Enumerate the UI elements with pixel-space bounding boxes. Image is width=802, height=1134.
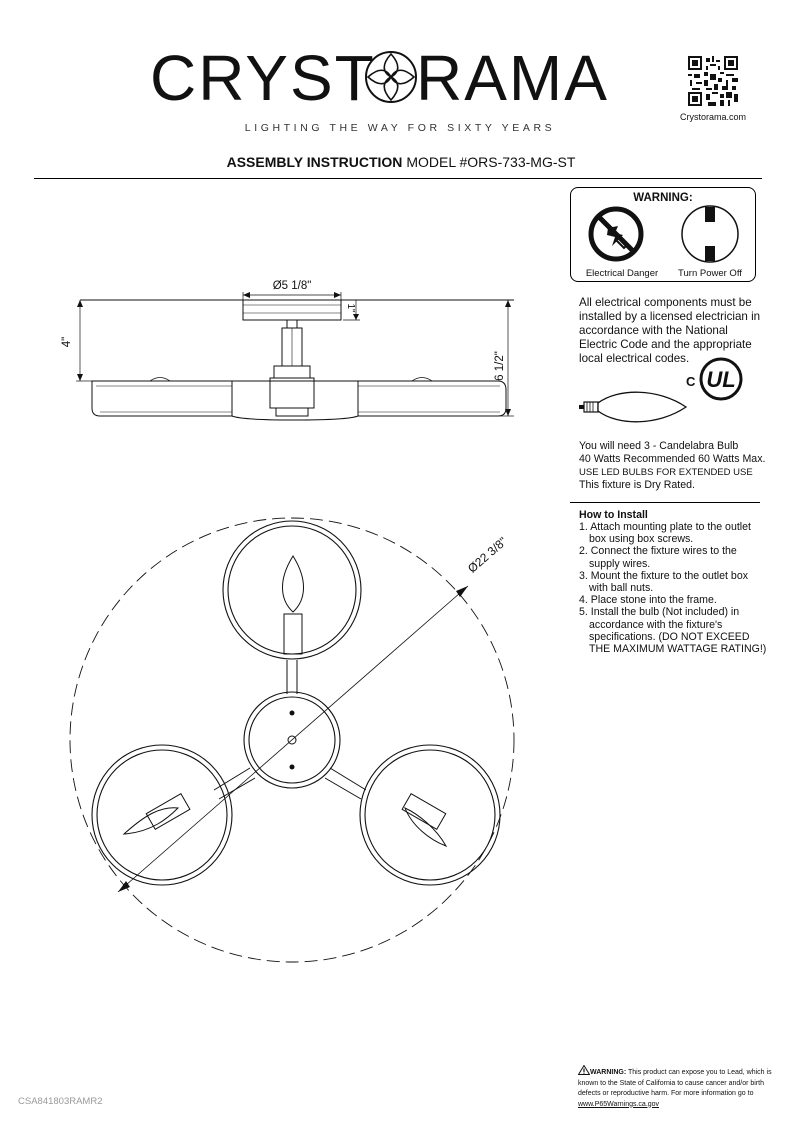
brand-emblem-icon bbox=[365, 51, 417, 103]
warning-box bbox=[570, 187, 756, 282]
install-title: How to Install bbox=[579, 509, 648, 521]
electrical-danger-icon bbox=[588, 206, 644, 262]
top-plan-drawing: Ø22 3/8" bbox=[69, 517, 515, 963]
install-step: 1. Attach mounting plate to the outlet b… bbox=[579, 521, 751, 546]
install-step: 5. Install the bulb (Not included) in ac… bbox=[579, 606, 767, 656]
brand-logo: CRYST RAMA bbox=[150, 38, 650, 118]
overall-height-label: 6 1/2" bbox=[494, 351, 506, 381]
bulb-line-1: You will need 3 - Candelabra Bulb bbox=[579, 440, 739, 452]
qr-caption: Crystorama.com bbox=[679, 112, 746, 122]
brand-name-left: CRYST bbox=[150, 42, 376, 114]
section-divider bbox=[570, 502, 760, 503]
electrical-danger-label: Electrical Danger bbox=[585, 268, 659, 279]
bulb-line-3: USE LED BULBS FOR EXTENDED USE bbox=[579, 467, 753, 478]
ul-listed-icon: UL bbox=[699, 357, 743, 401]
power-off-icon bbox=[681, 205, 739, 263]
warning-triangle-icon bbox=[577, 1064, 591, 1075]
electrical-note: All electrical components must be instal… bbox=[579, 296, 761, 365]
c-mark: C bbox=[686, 374, 696, 389]
bulb-line-2: 40 Watts Recommended 60 Watts Max. bbox=[579, 453, 766, 465]
stem-height-label: 4" bbox=[61, 337, 73, 347]
brand-tagline: LIGHTING THE WAY FOR SIXTY YEARS bbox=[244, 122, 556, 134]
ul-mark-text: UL bbox=[706, 367, 735, 392]
install-step: 3. Mount the fixture to the outlet box w… bbox=[579, 569, 749, 595]
qr-code-icon bbox=[688, 56, 738, 106]
brand-name-right: RAMA bbox=[416, 42, 609, 114]
warning-title: WARNING: bbox=[633, 192, 693, 204]
prop65-link[interactable]: www.P65Warnings.ca.gov bbox=[578, 1100, 660, 1108]
overall-diameter-label: Ø22 3/8" bbox=[465, 534, 510, 575]
power-off-label: Turn Power Off bbox=[678, 268, 742, 279]
page-title: ASSEMBLY INSTRUCTION MODEL #ORS-733-MG-S… bbox=[0, 154, 802, 170]
document-code: CSA841803RAMR2 bbox=[18, 1096, 103, 1107]
prop65-label: WARNING: bbox=[590, 1069, 627, 1076]
bulb-line-4: This fixture is Dry Rated. bbox=[579, 479, 695, 491]
side-elevation-drawing: Ø5 1/8" 1" 4" 6 1/2" bbox=[61, 280, 514, 421]
canopy-height-label: 1" bbox=[345, 303, 356, 313]
title-bold: ASSEMBLY INSTRUCTION bbox=[226, 154, 403, 170]
install-step: 4. Place stone into the frame. bbox=[579, 594, 717, 607]
candelabra-bulb-icon bbox=[579, 391, 688, 423]
model-number: MODEL #ORS-733-MG-ST bbox=[406, 154, 576, 170]
bulb-requirements: You will need 3 - Candelabra Bulb 40 Wat… bbox=[579, 440, 774, 492]
prop65-text: This product can expose you to Lead, whi… bbox=[578, 1069, 772, 1097]
canopy-diameter-label: Ø5 1/8" bbox=[273, 280, 312, 292]
header-divider bbox=[34, 178, 762, 179]
install-step: 2. Connect the fixture wires to the supp… bbox=[579, 545, 737, 570]
prop65-warning: WARNING: This product can expose you to … bbox=[577, 1064, 773, 1110]
install-steps: 1. Attach mounting plate to the outlet b… bbox=[579, 521, 769, 655]
